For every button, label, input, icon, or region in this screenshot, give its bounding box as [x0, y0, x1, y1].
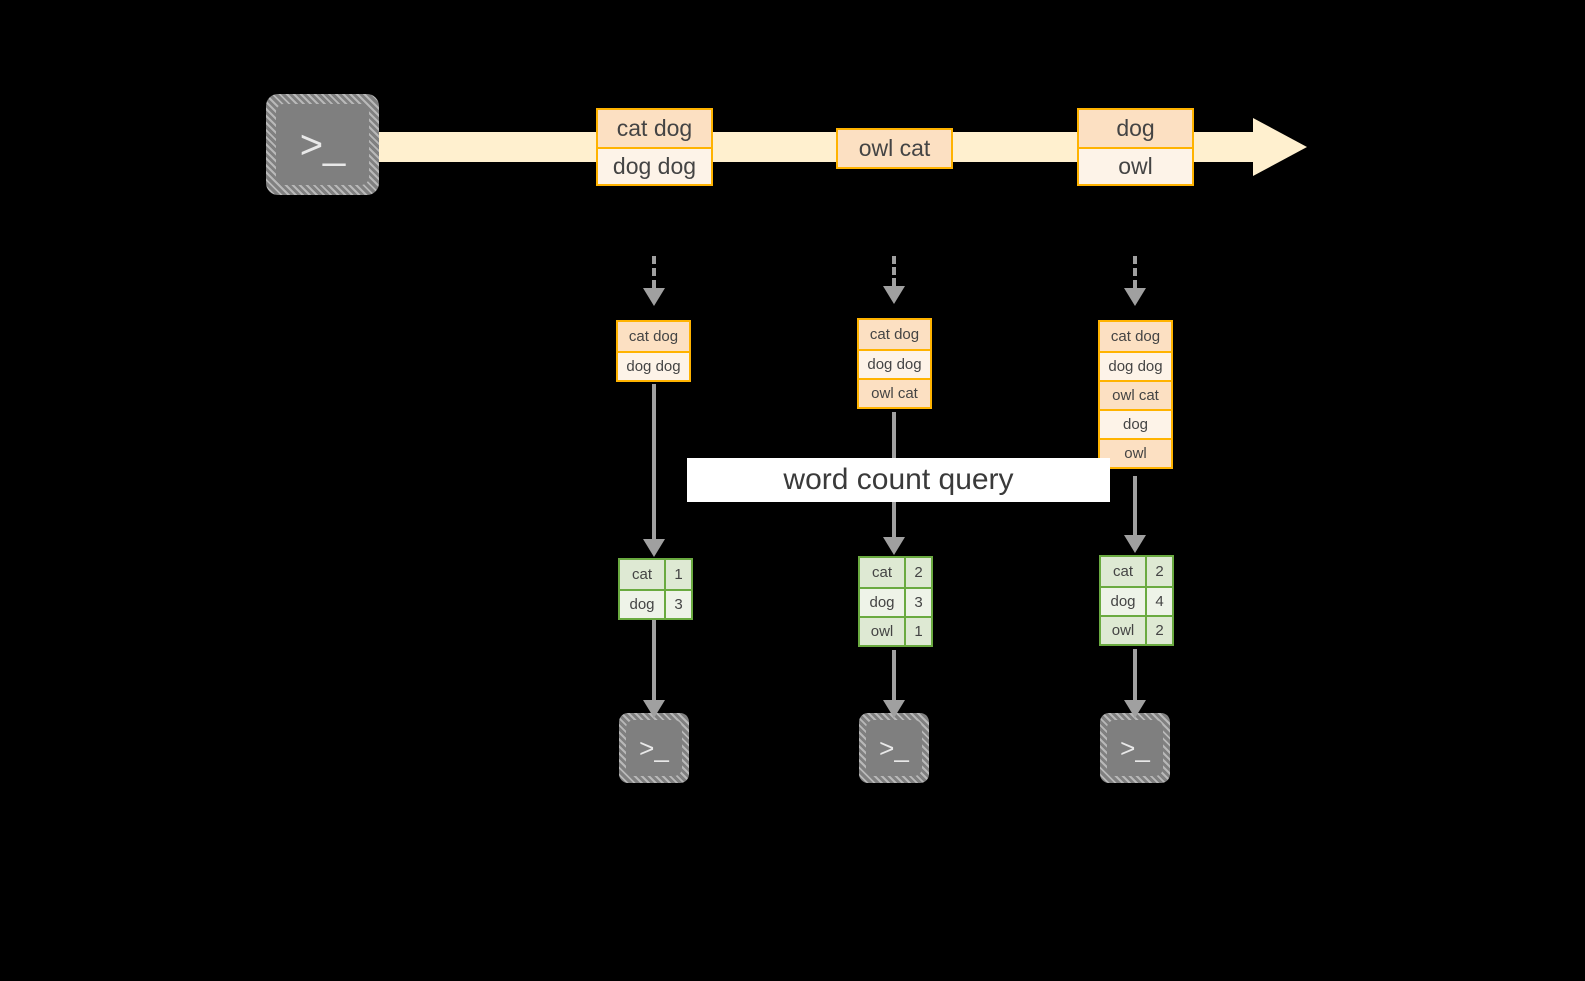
result-word: owl — [1101, 617, 1145, 644]
query-label-text: word count query — [783, 463, 1014, 496]
column-3-trigger-arrowhead — [1124, 288, 1146, 306]
table-row: cat 1 — [620, 560, 691, 589]
stream-record-3[interactable]: dog owl — [1077, 108, 1194, 186]
sink-terminal-body: >_ — [626, 720, 682, 776]
table-row: dog 3 — [860, 587, 931, 616]
input-row: dog dog — [1100, 351, 1171, 380]
result-word: cat — [620, 560, 664, 589]
column-1-sink-line — [652, 620, 656, 700]
column-1-input-table[interactable]: cat dog dog dog — [616, 320, 691, 382]
column-2-input-table[interactable]: cat dog dog dog owl cat — [857, 318, 932, 409]
column-3-input-table[interactable]: cat dog dog dog owl cat dog owl — [1098, 320, 1173, 469]
result-count: 1 — [664, 560, 691, 589]
input-row: dog dog — [618, 351, 689, 380]
column-2-trigger-line — [892, 256, 896, 286]
input-row: owl cat — [859, 378, 930, 407]
column-2-result-table[interactable]: cat 2 dog 3 owl 1 — [858, 556, 933, 647]
column-3-query-arrowhead — [1124, 535, 1146, 553]
result-count: 2 — [904, 558, 931, 587]
column-3-query-line — [1133, 476, 1137, 535]
result-word: dog — [860, 589, 904, 616]
stream-record-line: cat dog — [598, 110, 711, 147]
column-1-trigger-line — [652, 256, 656, 288]
input-row: dog — [1100, 409, 1171, 438]
input-row: cat dog — [618, 322, 689, 351]
input-row: owl — [1100, 438, 1171, 467]
stream-arrowhead — [1253, 118, 1307, 176]
result-count: 2 — [1145, 617, 1172, 644]
column-2-sink-line — [892, 650, 896, 700]
result-word: cat — [860, 558, 904, 587]
sink-terminal-prompt: >_ — [879, 733, 909, 763]
sink-terminal-prompt: >_ — [639, 733, 669, 763]
sink-terminal-body: >_ — [1107, 720, 1163, 776]
sink-terminal-prompt: >_ — [1120, 733, 1150, 763]
column-1-result-table[interactable]: cat 1 dog 3 — [618, 558, 693, 620]
column-3-trigger-line — [1133, 256, 1137, 288]
column-3-sink-line — [1133, 649, 1137, 700]
column-1-sink-arrowhead — [643, 700, 665, 718]
column-2-trigger-arrowhead — [883, 286, 905, 304]
source-terminal-prompt: >_ — [299, 122, 346, 167]
result-count: 3 — [904, 589, 931, 616]
result-word: owl — [860, 618, 904, 645]
table-row: owl 2 — [1101, 615, 1172, 644]
stream-record-line: owl — [1079, 147, 1192, 184]
result-count: 2 — [1145, 557, 1172, 586]
stream-record-1[interactable]: cat dog dog dog — [596, 108, 713, 186]
column-1-sink-terminal-icon[interactable]: >_ — [619, 713, 689, 783]
result-count: 1 — [904, 618, 931, 645]
stream-record-line: dog — [1079, 110, 1192, 147]
column-3-sink-terminal-icon[interactable]: >_ — [1100, 713, 1170, 783]
source-terminal-body: >_ — [276, 104, 369, 185]
table-row: cat 2 — [1101, 557, 1172, 586]
table-row: cat 2 — [860, 558, 931, 587]
table-row: dog 3 — [620, 589, 691, 618]
stream-record-line: dog dog — [598, 147, 711, 184]
column-1-query-line — [652, 384, 656, 539]
input-row: cat dog — [859, 320, 930, 349]
input-row: dog dog — [859, 349, 930, 378]
result-word: dog — [1101, 588, 1145, 615]
sink-terminal-body: >_ — [866, 720, 922, 776]
result-word: dog — [620, 591, 664, 618]
column-1-trigger-arrowhead — [643, 288, 665, 306]
source-terminal-icon[interactable]: >_ — [266, 94, 379, 195]
result-word: cat — [1101, 557, 1145, 586]
input-row: cat dog — [1100, 322, 1171, 351]
input-row: owl cat — [1100, 380, 1171, 409]
table-row: dog 4 — [1101, 586, 1172, 615]
table-row: owl 1 — [860, 616, 931, 645]
query-label: word count query — [687, 458, 1110, 502]
column-2-sink-terminal-icon[interactable]: >_ — [859, 713, 929, 783]
column-3-result-table[interactable]: cat 2 dog 4 owl 2 — [1099, 555, 1174, 646]
column-2-sink-arrowhead — [883, 700, 905, 718]
result-count: 4 — [1145, 588, 1172, 615]
stream-record-2[interactable]: owl cat — [836, 128, 953, 169]
column-2-query-arrowhead — [883, 537, 905, 555]
stream-record-line: owl cat — [838, 130, 951, 167]
column-3-sink-arrowhead — [1124, 700, 1146, 718]
column-1-query-arrowhead — [643, 539, 665, 557]
result-count: 3 — [664, 591, 691, 618]
